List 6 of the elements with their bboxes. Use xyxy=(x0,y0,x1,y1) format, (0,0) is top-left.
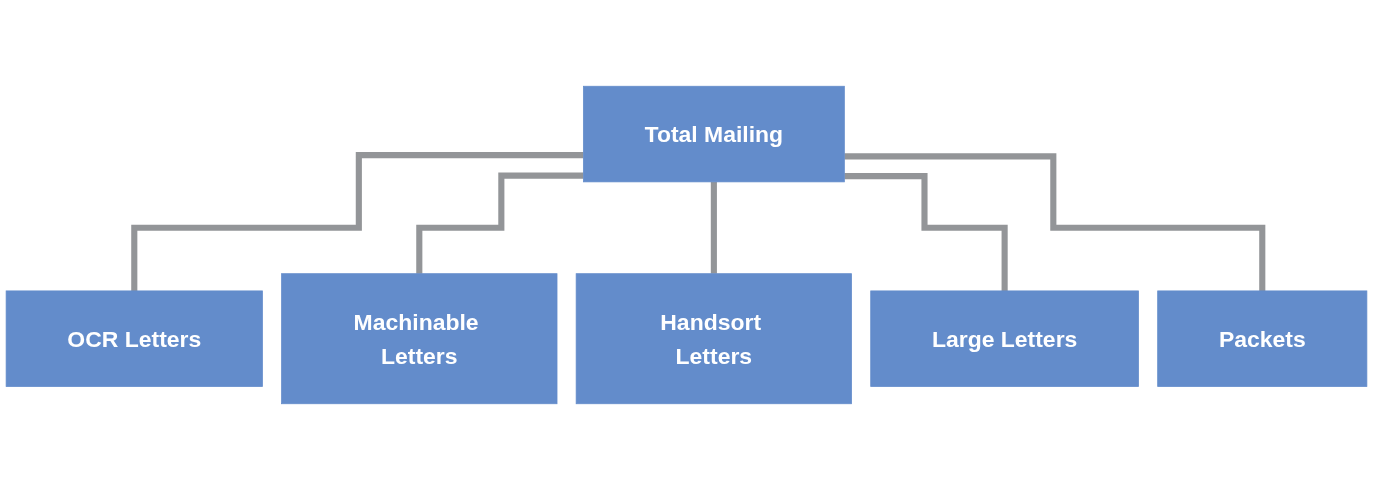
node-box: OCR Letters xyxy=(5,290,263,387)
node-box: Handsort Letters xyxy=(575,273,852,405)
node-box: Total Mailing xyxy=(583,85,845,183)
node-box: Large Letters xyxy=(870,290,1139,387)
node-box: Machinable Letters xyxy=(281,273,558,405)
node-box: Packets xyxy=(1157,290,1368,387)
